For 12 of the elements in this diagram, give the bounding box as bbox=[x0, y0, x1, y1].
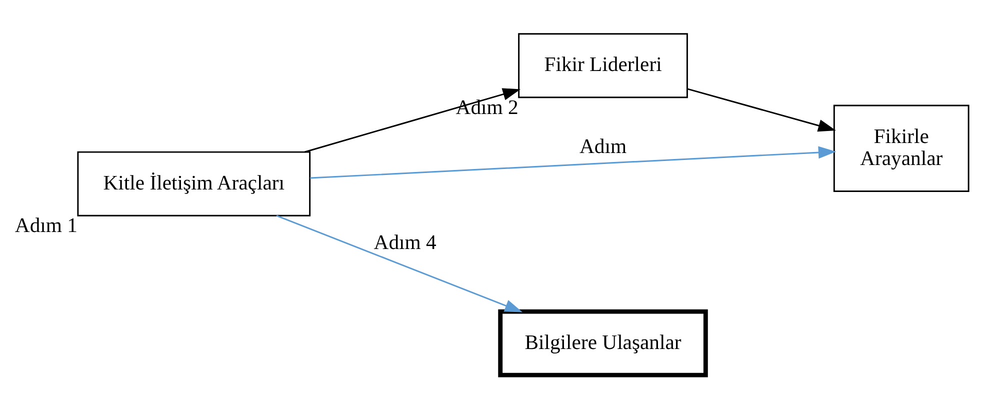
node-box: Fikir Liderleri bbox=[518, 33, 688, 98]
edge-label: Adım bbox=[579, 136, 627, 158]
node-label: Adım 2 bbox=[456, 96, 518, 119]
arrow bbox=[276, 215, 523, 312]
node-box: Bilgilere Ulaşanlar bbox=[498, 309, 708, 378]
node-box: Fikirle Arayanlar bbox=[833, 104, 970, 192]
edge-label: Adım 4 bbox=[374, 232, 436, 254]
node-label: Adım 1 bbox=[14, 215, 78, 238]
arrow bbox=[310, 146, 836, 179]
arrow bbox=[687, 88, 836, 132]
node-box: Kitle İletişim Araçları bbox=[77, 151, 311, 216]
arrow bbox=[304, 88, 521, 153]
